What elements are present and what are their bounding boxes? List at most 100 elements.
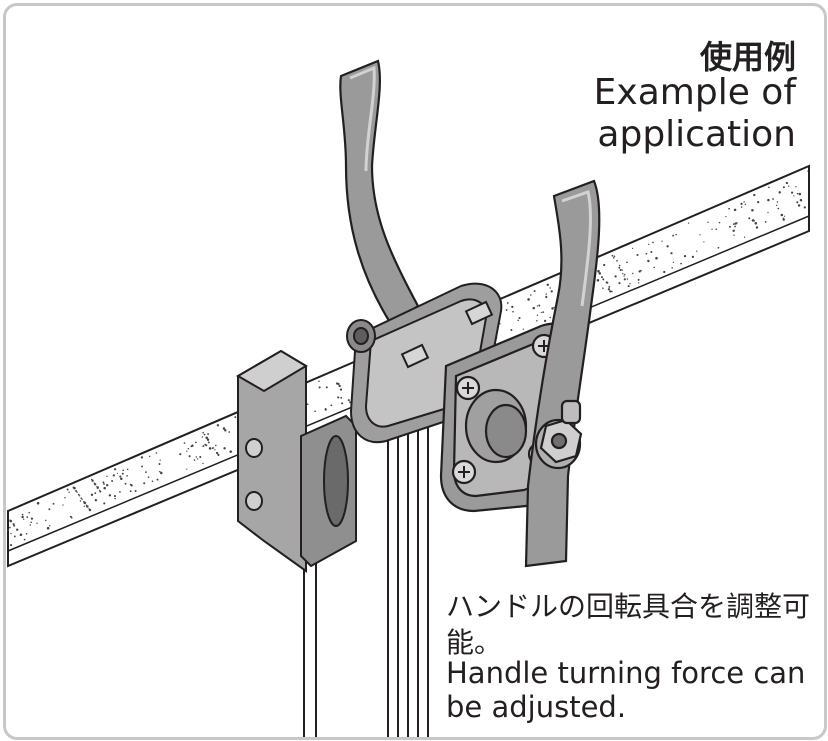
- speckle: [113, 468, 117, 471]
- speckle: [540, 311, 542, 314]
- speckle: [616, 260, 618, 262]
- speckle: [120, 477, 123, 481]
- speckle: [207, 433, 210, 435]
- speckle: [106, 484, 109, 487]
- speckle: [618, 282, 621, 285]
- speckle: [542, 311, 545, 314]
- speckle: [733, 208, 737, 212]
- speckle: [188, 455, 191, 458]
- speckle: [782, 218, 785, 221]
- speckle: [638, 270, 641, 273]
- glass-panel: [303, 420, 429, 737]
- speckle: [103, 486, 106, 490]
- speckle: [306, 403, 309, 405]
- speckle: [10, 532, 12, 535]
- application-illustration: [7, 59, 810, 737]
- speckle: [632, 272, 634, 275]
- speckle: [324, 408, 327, 411]
- speckle: [691, 255, 695, 259]
- speckle: [623, 275, 625, 277]
- speckle: [96, 486, 99, 489]
- speckle: [126, 475, 128, 477]
- speckle: [672, 234, 674, 237]
- speckle: [536, 320, 538, 322]
- speckle: [129, 490, 132, 493]
- speckle: [533, 290, 536, 293]
- speckle: [764, 221, 767, 223]
- speckle: [647, 259, 650, 263]
- speckle: [151, 480, 154, 483]
- speckle: [734, 222, 737, 225]
- speckle: [511, 305, 514, 309]
- speckle: [88, 508, 92, 512]
- speckle: [601, 276, 603, 279]
- speckle: [48, 508, 51, 511]
- speckle: [598, 272, 602, 275]
- speckle: [159, 459, 161, 461]
- speckle: [608, 285, 611, 288]
- speckle: [768, 186, 770, 189]
- speckle: [83, 501, 87, 505]
- speckle: [155, 452, 158, 454]
- speckle: [337, 382, 340, 386]
- speckle: [52, 502, 55, 505]
- speckle: [94, 483, 97, 486]
- speckle: [795, 186, 797, 188]
- speckle: [186, 468, 188, 470]
- speckle: [527, 298, 530, 301]
- speckle: [699, 234, 701, 236]
- speckle: [536, 305, 539, 307]
- speckle: [94, 492, 97, 495]
- speckle: [650, 250, 653, 254]
- speckle: [141, 465, 144, 468]
- speckle: [637, 278, 640, 281]
- speckle: [23, 538, 26, 541]
- speckle: [126, 468, 129, 471]
- speckle: [339, 388, 343, 391]
- speckle: [179, 453, 182, 456]
- speckle: [522, 328, 525, 330]
- speckle: [711, 228, 713, 230]
- speckle: [318, 386, 321, 389]
- speckle: [158, 463, 161, 465]
- speckle: [228, 431, 231, 433]
- speckle: [611, 254, 614, 257]
- speckle: [205, 436, 208, 439]
- speckle: [202, 431, 205, 434]
- speckle: [609, 290, 612, 293]
- speckle: [655, 256, 658, 260]
- title-english: Example of application: [593, 72, 796, 155]
- speckle: [217, 453, 220, 456]
- speckle: [112, 474, 115, 477]
- speckle: [28, 511, 30, 514]
- speckle: [775, 204, 778, 207]
- speckle: [21, 515, 24, 519]
- speckle: [99, 490, 102, 493]
- speckle: [199, 455, 202, 459]
- speckle: [602, 287, 604, 289]
- speckle: [663, 270, 666, 274]
- speckle: [803, 206, 806, 209]
- speckle: [203, 433, 206, 436]
- speckle: [728, 225, 731, 228]
- speckle: [25, 532, 28, 535]
- speckle: [666, 245, 669, 248]
- speckle: [549, 316, 551, 319]
- speckle: [76, 491, 78, 493]
- speckle: [77, 493, 80, 496]
- speckle: [196, 458, 199, 460]
- speckle: [9, 519, 13, 523]
- speckle: [314, 410, 316, 412]
- speckle: [744, 203, 747, 206]
- speckle: [195, 441, 197, 444]
- speckle: [626, 278, 629, 280]
- speckle: [325, 386, 328, 389]
- speckle: [212, 447, 215, 449]
- speckle: [119, 475, 122, 478]
- speckle: [550, 290, 553, 293]
- speckle: [102, 481, 105, 484]
- speckle: [204, 443, 206, 446]
- speckle: [791, 191, 794, 194]
- speckle: [800, 200, 803, 202]
- speckle: [214, 444, 217, 447]
